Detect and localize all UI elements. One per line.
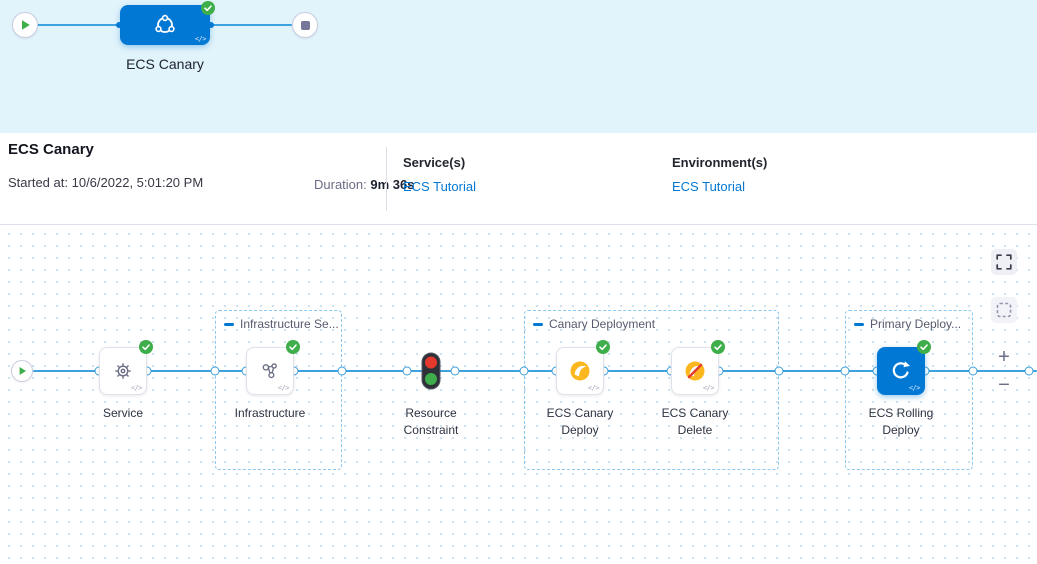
port-dot: [450, 366, 460, 376]
connector-line: [33, 370, 1037, 372]
canary-delete-icon: [682, 358, 708, 384]
port-dot: [208, 22, 214, 28]
code-icon: </>: [194, 35, 207, 43]
port-dot: [519, 366, 529, 376]
success-icon: [596, 340, 610, 354]
execution-graph-canvas[interactable]: Infrastructure Se... Canary Deployment P…: [0, 225, 1037, 564]
step-ecs-rolling-deploy[interactable]: </>: [877, 347, 925, 395]
port-dot: [337, 366, 347, 376]
execution-summary-bar: ECS Canary Started at: 10/6/2022, 5:01:2…: [0, 133, 1037, 225]
step-label-infrastructure: Infrastructure: [234, 406, 306, 420]
stage-label: ECS Canary: [126, 56, 204, 72]
step-ecs-canary-delete[interactable]: </>: [671, 347, 719, 395]
code-icon: </>: [130, 384, 143, 392]
port-dot: [402, 366, 412, 376]
group-label: Primary Deploy...: [870, 317, 962, 331]
code-icon: </>: [908, 384, 921, 392]
group-canary-deployment: Canary Deployment: [524, 310, 779, 470]
services-link[interactable]: ECS Tutorial: [403, 179, 476, 194]
group-label: Canary Deployment: [549, 317, 656, 331]
step-resource-constraint[interactable]: [421, 352, 441, 390]
code-icon: </>: [587, 384, 600, 392]
pipeline-start-node[interactable]: [12, 12, 38, 38]
port-dot: [774, 366, 784, 376]
step-label-ecs-canary-delete: ECS Canary Delete: [661, 406, 729, 437]
port-dot: [116, 22, 122, 28]
stop-icon: [300, 20, 310, 30]
success-icon: [917, 340, 931, 354]
duration-value: 9m 36s: [370, 177, 415, 192]
port-dot: [210, 366, 220, 376]
port-dot: [968, 366, 978, 376]
port-dot: [1024, 366, 1034, 376]
services-label: Service(s): [403, 155, 466, 170]
stage-pipeline-banner: </> ECS Canary: [0, 0, 1037, 133]
step-ecs-canary-deploy[interactable]: </>: [556, 347, 604, 395]
step-label-service: Service: [102, 406, 143, 420]
rolling-deploy-icon: [889, 359, 913, 383]
execution-title: ECS Canary: [8, 141, 94, 158]
step-infrastructure[interactable]: </>: [246, 347, 294, 395]
started-value: 10/6/2022, 5:01:20 PM: [71, 175, 204, 190]
group-primary-deployment: Primary Deploy...: [845, 310, 973, 470]
started-label: Started at:: [8, 175, 68, 190]
stage-chip-ecs-canary[interactable]: </>: [120, 5, 210, 45]
success-icon: [286, 340, 300, 354]
group-label: Infrastructure Se...: [240, 317, 339, 331]
graph-start-node[interactable]: [11, 360, 33, 382]
play-icon: [18, 366, 27, 376]
gear-icon: [112, 360, 134, 382]
services-column: Service(s) ECS Tutorial: [403, 155, 476, 196]
success-icon: [711, 340, 725, 354]
group-infrastructure: Infrastructure Se...: [215, 310, 342, 470]
cd-stage-icon: [152, 12, 178, 38]
duration: Duration: 9m 36s: [314, 177, 414, 192]
zoom-out-button[interactable]: −: [991, 372, 1017, 398]
infrastructure-icon: [259, 360, 281, 382]
collapse-icon[interactable]: [854, 322, 864, 326]
step-label-ecs-canary-deploy: ECS Canary Deploy: [546, 406, 614, 437]
selection-frame-button[interactable]: [991, 297, 1017, 323]
collapse-icon[interactable]: [224, 322, 234, 326]
divider: [386, 147, 387, 211]
environments-label: Environment(s): [672, 155, 768, 170]
fullscreen-icon: [996, 254, 1012, 270]
success-icon: [139, 340, 153, 354]
port-dot: [840, 366, 850, 376]
step-label-ecs-rolling-deploy: ECS Rolling Deploy: [868, 406, 934, 437]
success-icon: [201, 1, 215, 15]
step-label-resource-constraint: Resource Constraint: [403, 406, 459, 437]
code-icon: </>: [702, 384, 715, 392]
collapse-icon[interactable]: [533, 322, 543, 326]
environments-link[interactable]: ECS Tutorial: [672, 179, 745, 194]
traffic-light-icon: [421, 352, 441, 394]
environments-column: Environment(s) ECS Tutorial: [672, 155, 767, 196]
duration-label: Duration:: [314, 177, 367, 192]
step-service[interactable]: </>: [99, 347, 147, 395]
zoom-in-button[interactable]: +: [991, 344, 1017, 370]
code-icon: </>: [277, 384, 290, 392]
canary-icon: [567, 358, 593, 384]
selection-frame-icon: [996, 302, 1012, 318]
play-icon: [20, 19, 31, 31]
pipeline-end-node[interactable]: [292, 12, 318, 38]
started-at: Started at: 10/6/2022, 5:01:20 PM: [8, 175, 203, 190]
fullscreen-button[interactable]: [991, 249, 1017, 275]
